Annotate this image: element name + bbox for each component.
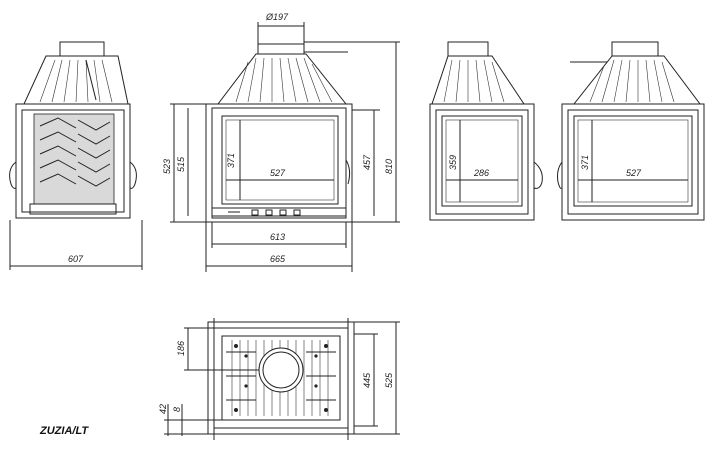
dim-side-glass-height-359: 359	[448, 155, 458, 170]
dim-flue-diameter: Ø197	[265, 12, 289, 22]
dim-depth-607: 607	[68, 254, 84, 264]
dim-side-glass-width-286: 286	[473, 168, 489, 178]
dim-height-523: 523	[162, 159, 172, 174]
top-view: 186 42 8 445 525	[158, 318, 400, 440]
dim-height-457: 457	[362, 154, 372, 170]
front-view: Ø197 527 371 523 515 457 810 613 665	[162, 12, 400, 272]
dim-top-186: 186	[176, 341, 186, 356]
dim-total-height-810: 810	[384, 159, 394, 174]
dim-depth-525: 525	[384, 372, 394, 388]
dim-bottom-42: 42	[158, 404, 168, 414]
dim-width-665: 665	[270, 254, 286, 264]
side-view-right: 527 371	[557, 41, 705, 221]
dim-height-515: 515	[176, 156, 186, 172]
dim-glass-height-371-side: 371	[580, 155, 590, 170]
side-view-narrow: 286 359	[429, 41, 543, 221]
model-label: ZUZIA/LT	[39, 425, 89, 437]
dim-width-613: 613	[270, 232, 285, 242]
dim-depth-445: 445	[362, 372, 372, 388]
dim-glass-width-527-front: 527	[270, 168, 286, 178]
dim-bottom-8: 8	[172, 407, 182, 412]
side-view-left: 607	[9, 41, 143, 270]
dim-glass-height-371-front: 371	[226, 153, 236, 168]
dim-glass-width-527-side: 527	[626, 168, 642, 178]
